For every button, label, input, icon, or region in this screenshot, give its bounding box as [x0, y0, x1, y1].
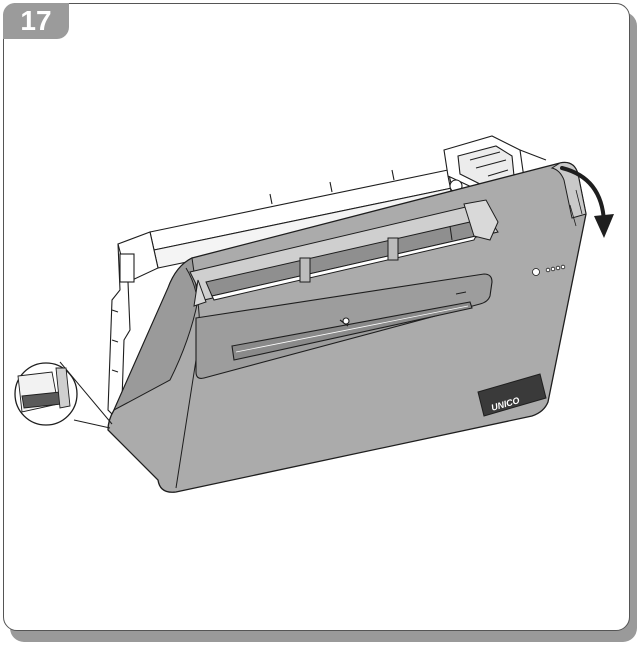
- brand-logo: UNICO: [477, 373, 547, 417]
- status-indicators: [532, 264, 566, 276]
- air-outlet: [189, 199, 499, 307]
- step-badge: 17: [3, 3, 69, 39]
- magnifier-callout-icon: [14, 361, 113, 429]
- air-intake-slot: [195, 273, 493, 379]
- rotate-arrow-icon: [560, 166, 614, 238]
